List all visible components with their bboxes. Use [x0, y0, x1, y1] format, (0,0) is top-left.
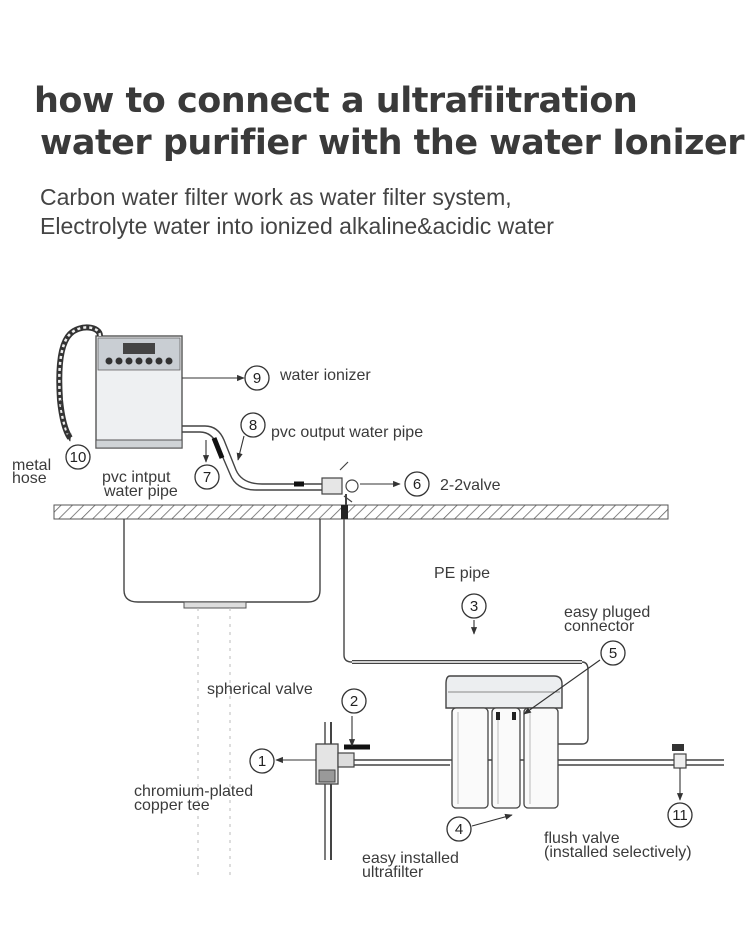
callout-3-label: PE pipe — [434, 565, 490, 582]
callout-6-number: 6 — [413, 476, 421, 493]
callout-10: 10 metal hose — [12, 444, 91, 487]
callout-9: 9 water ionizer — [244, 365, 371, 391]
flush-valve — [672, 744, 687, 769]
callout-5-label-line-1: easy pluged — [564, 604, 650, 621]
pe-pipe — [343, 505, 589, 745]
callout-7-label-line-2: water pipe — [103, 483, 178, 500]
subtitle: Carbon water filter work as water filter… — [40, 183, 554, 241]
callout-4-label-line-1: easy installed — [362, 850, 459, 867]
callout-6: 6 2-2valve — [404, 471, 501, 497]
callout-9-label: water ionizer — [279, 367, 371, 384]
callout-9-number: 9 — [253, 370, 261, 387]
ultrafilter — [445, 675, 563, 809]
callout-6-label: 2-2valve — [440, 477, 501, 494]
callout-3-number: 3 — [470, 598, 478, 615]
callout-2-label: spherical valve — [207, 681, 313, 698]
page-title: how to connect a ultrafiitration water p… — [34, 80, 744, 164]
callout-11-label-line-2: (installed selectively) — [544, 844, 692, 861]
callout-8: 8 pvc output water pipe — [240, 412, 423, 441]
callout-8-number: 8 — [249, 417, 257, 434]
spherical-valve — [337, 744, 370, 768]
callout-10-label-line-2: hose — [12, 470, 47, 487]
callout-11-label-line-1: flush valve — [544, 830, 620, 847]
callout-11-number: 11 — [672, 807, 688, 824]
callout-1-number: 1 — [258, 753, 266, 770]
callout-10-number: 10 — [70, 449, 87, 466]
title-line-1: how to connect a ultrafiitration — [34, 81, 638, 121]
callout-7-number: 7 — [203, 469, 211, 486]
callout-4-label-line-2: ultrafilter — [362, 864, 424, 881]
title-line-2: water purifier with the water Ionizer — [40, 123, 744, 163]
sink-drain — [183, 601, 247, 609]
callout-2-number: 2 — [350, 693, 358, 710]
callout-5-label-line-2: connector — [564, 618, 635, 635]
ionizer-display — [123, 343, 155, 354]
subtitle-line-2: Electrolyte water into ionized alkaline&… — [40, 213, 554, 239]
countertop — [53, 504, 669, 520]
callout-1: 1 chromium-plated copper tee — [134, 748, 275, 814]
callout-7-label-line-1: pvc intput — [102, 469, 171, 486]
pvc-input-pipe — [182, 431, 322, 491]
callout-5: easy pluged connector 5 — [564, 604, 650, 666]
callout-5-number: 5 — [609, 645, 617, 662]
callout-3: PE pipe 3 — [434, 565, 490, 619]
callout-4: 4 easy installed ultrafilter — [362, 816, 472, 881]
subtitle-line-1: Carbon water filter work as water filter… — [40, 184, 512, 210]
callout-4-number: 4 — [455, 821, 463, 838]
callout-1-label-line-2: copper tee — [134, 797, 210, 814]
water-ionizer — [95, 335, 183, 449]
sink-basin — [123, 519, 321, 603]
callout-11: 11 flush valve (installed selectively) — [544, 802, 693, 861]
callout-1-label-line-1: chromium-plated — [134, 783, 253, 800]
callout-2: spherical valve 2 — [207, 681, 367, 714]
callout-7: 7 pvc intput water pipe — [102, 464, 220, 500]
pvc-output-pipe — [182, 425, 322, 485]
two-way-valve — [321, 461, 359, 505]
callout-10-label-line-1: metal — [12, 457, 51, 474]
callout-8-label: pvc output water pipe — [271, 424, 423, 441]
